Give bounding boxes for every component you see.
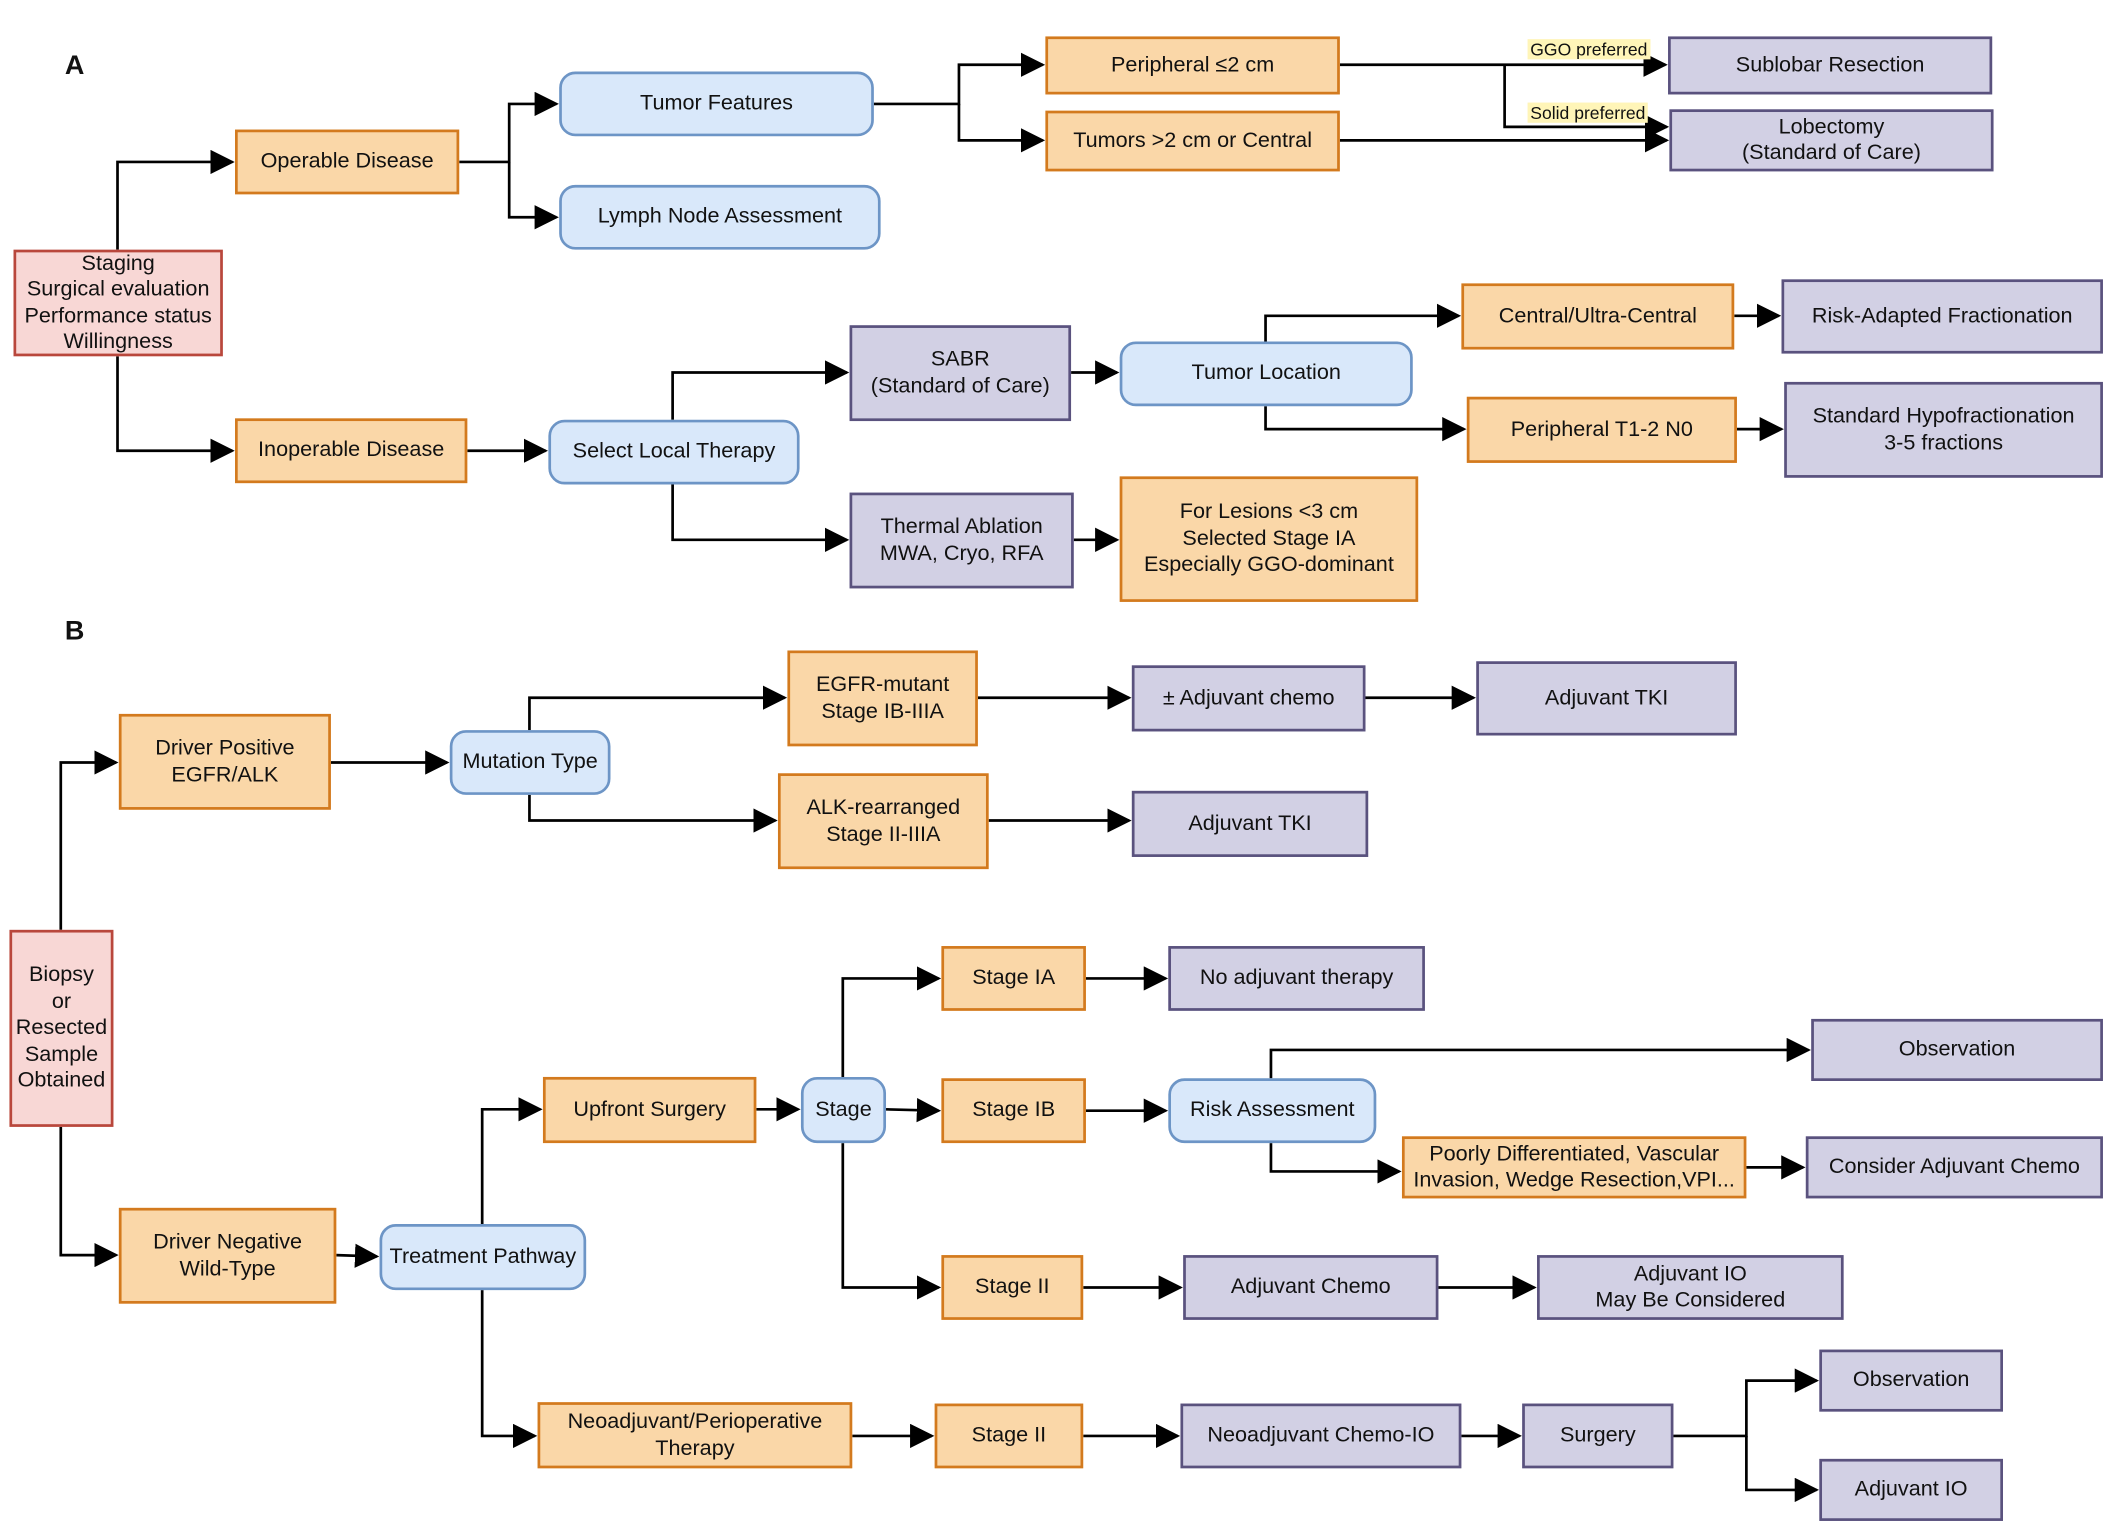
- stage-node: Stage: [800, 1076, 887, 1144]
- standard-hypofractionation-node: Standard Hypofractionation 3-5 fractions: [1784, 381, 2103, 478]
- arrow-peripheral-to-lobectomy: [1503, 64, 1670, 140]
- adjuvant-tki-node-1: Adjuvant TKI: [1476, 661, 1737, 736]
- surgery-node: Surgery: [1522, 1403, 1674, 1469]
- driver-positive-node: Driver Positive EGFR/ALK: [118, 713, 331, 810]
- tumor-features-node: Tumor Features: [559, 71, 874, 137]
- sublobar-resection-node: Sublobar Resection: [1668, 36, 1993, 95]
- adjuvant-tki-node-2: Adjuvant TKI: [1131, 790, 1369, 857]
- arrow-biopsy-to-driver-pos: [59, 750, 119, 930]
- treatment-pathway-node: Treatment Pathway: [379, 1224, 587, 1291]
- peripheral-2cm-node: Peripheral ≤2 cm: [1045, 36, 1340, 95]
- arrow-tumor-location-to-peripheral-t12: [1264, 406, 1467, 442]
- risk-assessment-node: Risk Assessment: [1168, 1078, 1377, 1144]
- adjuvant-io-node: Adjuvant IO: [1819, 1458, 2004, 1521]
- arrow-tumor-location-to-central: [1264, 303, 1462, 342]
- lymph-node-assessment-node: Lymph Node Assessment: [559, 184, 881, 250]
- no-adjuvant-therapy-node: No adjuvant therapy: [1168, 946, 1425, 1011]
- egfr-mutant-node: EGFR-mutant Stage IB-IIIA: [787, 650, 978, 747]
- arrow-select-local-to-thermal: [671, 484, 850, 552]
- central-ultra-central-node: Central/Ultra-Central: [1461, 283, 1735, 350]
- stage-ib-node: Stage IB: [941, 1078, 1086, 1144]
- stage-ia-node: Stage IA: [941, 946, 1086, 1011]
- panel-b-label: B: [64, 616, 85, 647]
- biopsy-node: Biopsy or Resected Sample Obtained: [9, 929, 114, 1127]
- operable-disease-node: Operable Disease: [235, 129, 460, 195]
- tumors-gt2cm-node: Tumors >2 cm or Central: [1045, 110, 1340, 172]
- risk-adapted-fractionation-node: Risk-Adapted Fractionation: [1781, 279, 2103, 354]
- adjuvant-io-considered-node: Adjuvant IO May Be Considered: [1537, 1255, 1844, 1320]
- arrow-stage-to-stage-ia: [841, 966, 942, 1077]
- select-local-therapy-node: Select Local Therapy: [548, 419, 800, 485]
- observation-node-1: Observation: [1811, 1018, 2103, 1081]
- consider-adjuvant-chemo-node: Consider Adjuvant Chemo: [1805, 1136, 2103, 1199]
- solid-preferred-label: Solid preferred: [1527, 102, 1649, 123]
- arrow-mutation-type-to-alk: [528, 794, 778, 833]
- adjuvant-chemo-optional-node: ± Adjuvant chemo: [1131, 665, 1366, 732]
- lesions-under-3cm-node: For Lesions <3 cm Selected Stage IA Espe…: [1119, 476, 1419, 602]
- lobectomy-node: Lobectomy (Standard of Care): [1669, 109, 1994, 172]
- arrow-surgery-to-adj-io: [1745, 1435, 1820, 1503]
- arrow-staging-to-operable: [116, 149, 235, 250]
- arrow-tumor-features-to-peripheral: [873, 52, 1046, 106]
- driver-negative-node: Driver Negative Wild-Type: [118, 1207, 337, 1304]
- staging-node: Staging Surgical evaluation Performance …: [13, 249, 223, 357]
- adjuvant-chemo-node: Adjuvant Chemo: [1183, 1255, 1439, 1320]
- arrow-operable-to-tumor-features: [459, 91, 559, 164]
- arrow-tumor-features-to-tumors-gt2: [957, 103, 1046, 153]
- inoperable-disease-node: Inoperable Disease: [235, 418, 468, 484]
- ggo-preferred-label: GGO preferred: [1527, 39, 1651, 60]
- arrow-driver-neg-to-treatment-pathway: [336, 1243, 380, 1268]
- arrow-staging-to-inoperable: [116, 356, 235, 463]
- stage-ii-node-1: Stage II: [941, 1255, 1084, 1320]
- arrow-surgery-to-observation: [1673, 1368, 1820, 1438]
- arrow-select-local-to-sabr: [671, 360, 850, 420]
- arrow-biopsy-to-driver-neg: [59, 1126, 119, 1268]
- arrow-mutation-type-to-egfr: [528, 685, 788, 731]
- thermal-ablation-node: Thermal Ablation MWA, Cryo, RFA: [849, 492, 1074, 589]
- neoadjuvant-therapy-node: Neoadjuvant/Perioperative Therapy: [537, 1402, 853, 1469]
- mutation-type-node: Mutation Type: [449, 730, 611, 795]
- stage-ii-node-2: Stage II: [934, 1403, 1084, 1469]
- arrow-risk-assessment-to-poorly-diff: [1269, 1143, 1402, 1184]
- arrow-risk-assessment-to-observation: [1269, 1037, 1811, 1079]
- neoadjuvant-chemo-io-node: Neoadjuvant Chemo-IO: [1180, 1403, 1462, 1469]
- arrow-treatment-pathway-to-upfront: [480, 1097, 543, 1225]
- alk-rearranged-node: ALK-rearranged Stage II-IIIA: [777, 773, 989, 870]
- peripheral-t12-n0-node: Peripheral T1-2 N0: [1466, 396, 1737, 463]
- arrow-operable-to-lymph-node: [507, 161, 559, 230]
- panel-a-label: A: [64, 51, 85, 81]
- tumor-location-node: Tumor Location: [1119, 341, 1413, 407]
- arrow-treatment-pathway-to-neoadjuvant: [480, 1290, 538, 1449]
- arrow-stage-to-stage-ib: [885, 1097, 942, 1123]
- poorly-differentiated-node: Poorly Differentiated, Vascular Invasion…: [1401, 1136, 1747, 1199]
- arrow-stage-to-stage-ii: [841, 1143, 942, 1300]
- observation-node-2: Observation: [1819, 1349, 2004, 1412]
- upfront-surgery-node: Upfront Surgery: [542, 1076, 757, 1144]
- sabr-node: SABR (Standard of Care): [849, 325, 1072, 422]
